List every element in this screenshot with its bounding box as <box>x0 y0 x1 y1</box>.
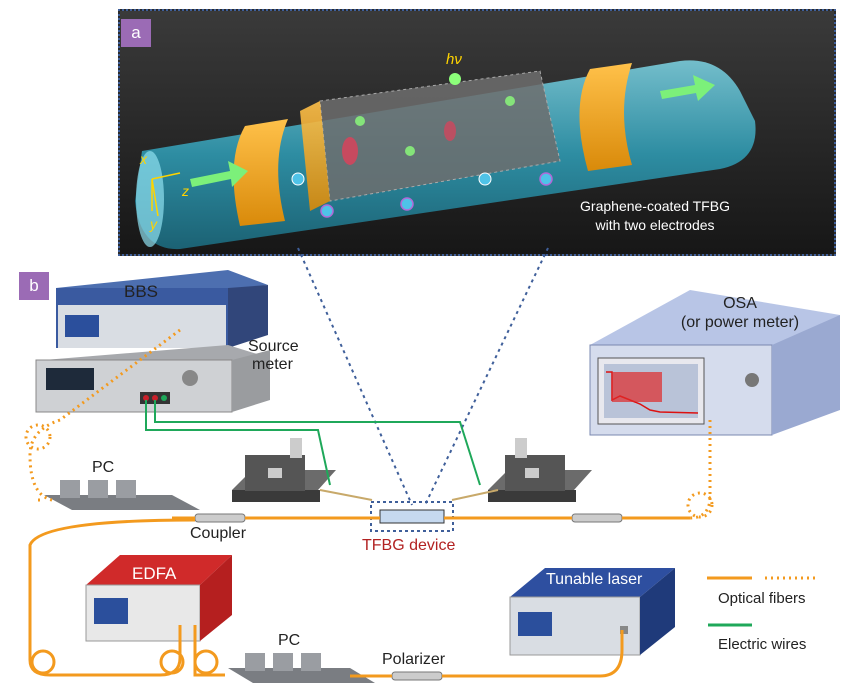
optical-fiber-dotted <box>24 328 714 520</box>
graphene-sheet <box>320 71 560 201</box>
edfa-label: EDFA <box>132 564 177 583</box>
legend-electric-label: Electric wires <box>718 636 807 653</box>
legend-optical-label: Optical fibers <box>718 590 806 607</box>
polarizer-label: Polarizer <box>382 651 446 668</box>
coupler-component <box>194 513 246 523</box>
zoom-line-left <box>297 247 413 506</box>
panel-b-tag: b <box>19 272 49 300</box>
caption-line2: with two electrodes <box>595 217 715 233</box>
optical-fiber-solid <box>28 516 690 678</box>
hv-label: hν <box>446 51 462 68</box>
pc-top-label: PC <box>92 459 115 476</box>
coupler-label: Coupler <box>190 525 247 542</box>
osa-unit <box>589 290 840 436</box>
axis-y <box>151 178 159 217</box>
source-meter-label-line2: meter <box>252 356 293 373</box>
pc-bottom-label: PC <box>278 632 301 649</box>
source-meter-unit <box>35 345 270 413</box>
output-light-arrow <box>660 75 715 101</box>
output-fiber-connector <box>571 513 623 523</box>
source-meter-label-line1: Source <box>248 338 299 355</box>
axis-z <box>151 172 181 180</box>
electron <box>291 172 305 186</box>
tfbg-device <box>379 509 445 524</box>
right-electrode <box>579 63 632 171</box>
axis-z-label: z <box>182 183 189 199</box>
panel-a-tag: a <box>121 19 151 47</box>
left-fiber-stage <box>232 438 336 502</box>
bbs-unit <box>56 270 268 348</box>
photon-glow <box>449 73 461 85</box>
fiber-end-face <box>136 151 164 247</box>
left-electrode <box>233 119 288 226</box>
zoom-line-right <box>424 247 549 506</box>
axis-y-label: y <box>150 216 157 232</box>
axis-x-label: x <box>140 151 147 167</box>
tunable-laser-unit <box>509 568 675 656</box>
input-light-arrow <box>190 161 248 187</box>
polarizer-component <box>391 671 443 681</box>
right-fiber-stage <box>488 438 592 502</box>
pc-top <box>44 480 200 510</box>
panel-a-illustration: x z y hν Graphene-coated TFBG with two e… <box>118 9 836 256</box>
graphene-tfbg-illustration <box>120 11 834 254</box>
tunable-laser-label: Tunable laser <box>546 571 643 588</box>
tfbg-device-label: TFBG device <box>362 537 456 554</box>
osa-label-line2: (or power meter) <box>680 314 800 331</box>
osa-label-line1: OSA <box>723 295 757 312</box>
electric-wires <box>145 400 481 486</box>
pc-bottom <box>228 653 375 683</box>
caption-line1: Graphene-coated TFBG <box>580 198 730 214</box>
bbs-label: BBS <box>124 282 159 301</box>
